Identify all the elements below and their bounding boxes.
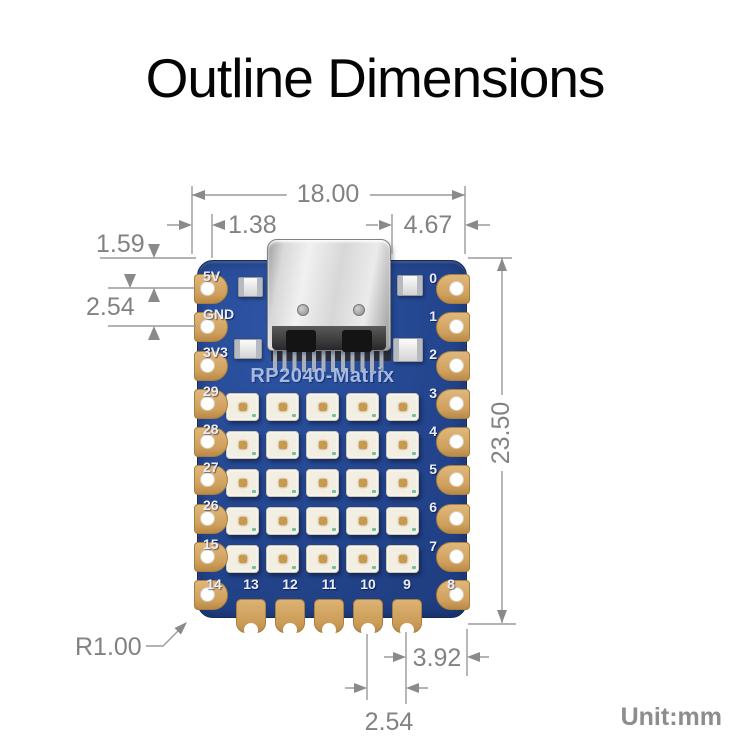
castellated-pad-left (194, 312, 228, 342)
smd-component (397, 275, 423, 296)
castellated-pad-left (194, 504, 228, 534)
castellated-pad-right (436, 427, 470, 457)
page-title: Outline Dimensions (145, 47, 606, 109)
pin-label-right: 0 (429, 270, 437, 286)
rgb-led (266, 431, 299, 459)
pin-label-left: 28 (203, 421, 219, 437)
rgb-led (226, 469, 259, 497)
castellated-pad-right (436, 389, 470, 419)
pin-label-left: 5V (203, 268, 221, 284)
castellated-pad-right (436, 274, 470, 304)
rgb-led (306, 431, 339, 459)
rgb-led (266, 469, 299, 497)
rgb-led (226, 393, 259, 421)
dimension-label-top-left-offset: 1.38 (228, 211, 277, 239)
smd-component (234, 339, 262, 359)
usb-mount-tab-left (286, 330, 316, 352)
castellated-pad-left (194, 580, 228, 610)
rgb-led (266, 507, 299, 535)
castellated-pad-right (436, 542, 470, 572)
pin-label-left: 3V3 (203, 344, 228, 360)
castellated-pad-right (436, 465, 470, 495)
dimension-label-corner-radius: R1.00 (75, 633, 142, 661)
dimension-label-bottom-edge-offset: 3.92 (412, 644, 462, 672)
dimension-label-bottom-pad-pitch: 2.54 (364, 708, 414, 736)
castellated-pad-bottom (236, 599, 266, 637)
pin-label-bottom: 8 (447, 576, 455, 592)
rgb-led (346, 393, 379, 421)
pin-label-left: 15 (203, 536, 219, 552)
pin-label-right: 2 (429, 346, 437, 362)
rgb-led (306, 469, 339, 497)
rgb-led (386, 507, 419, 535)
rgb-led (306, 545, 339, 573)
smd-component (393, 338, 423, 362)
pin-label-bottom: 13 (243, 576, 259, 592)
pin-label-right: 3 (429, 385, 437, 401)
castellated-pad-bottom (275, 599, 305, 637)
castellated-pad-right (436, 312, 470, 342)
dimension-label-top-right-offset: 4.67 (403, 211, 453, 239)
castellated-pad-left (194, 274, 228, 304)
usb-mount-tab-right (342, 330, 372, 352)
pin-label-left: 29 (203, 383, 219, 399)
castellated-pad-right (436, 580, 470, 610)
rgb-led (386, 393, 419, 421)
castellated-pad-right (436, 504, 470, 534)
rgb-led (346, 507, 379, 535)
rgb-led (226, 545, 259, 573)
pin-label-right: 7 (429, 538, 437, 554)
pin-label-right: 6 (429, 499, 437, 515)
dimension-label-side-pad-pitch: 2.54 (86, 293, 135, 321)
castellated-pad-bottom (353, 599, 383, 637)
rgb-led (386, 469, 419, 497)
pin-label-left: 27 (203, 459, 219, 475)
castellated-pad-bottom (314, 599, 344, 637)
board-silkscreen-name: RP2040-Matrix (250, 365, 395, 387)
rgb-led-matrix (226, 393, 419, 573)
rgb-led (346, 431, 379, 459)
pin-label-bottom: 10 (360, 576, 376, 592)
pin-label-left: 26 (203, 497, 219, 513)
dimension-label-board-width: 18.00 (286, 180, 370, 208)
rgb-led (306, 393, 339, 421)
usb-pins (273, 351, 389, 372)
rgb-led (346, 469, 379, 497)
rgb-led (306, 507, 339, 535)
pin-label-right: 4 (429, 423, 437, 439)
pin-label-bottom: 9 (403, 576, 411, 592)
castellated-pad-left (194, 465, 228, 495)
dimension-label-first-pad-offset: 1.59 (96, 230, 145, 258)
castellated-pad-right (436, 351, 470, 381)
unit-label: Unit:mm (620, 703, 722, 731)
pin-label-bottom: 12 (282, 576, 298, 592)
usb-c-connector (267, 239, 391, 352)
pin-label-left: GND (203, 306, 235, 322)
rgb-led (266, 393, 299, 421)
dimension-label-board-height: 23.50 (487, 395, 515, 471)
pin-label-bottom: 14 (206, 576, 222, 592)
castellated-pad-left (194, 427, 228, 457)
usb-dimple-left (297, 304, 309, 316)
pin-label-bottom: 11 (321, 576, 337, 592)
rgb-led (386, 545, 419, 573)
castellated-pad-left (194, 542, 228, 572)
rgb-led (386, 431, 419, 459)
rgb-led (226, 507, 259, 535)
rgb-led (226, 431, 259, 459)
pin-label-right: 5 (429, 461, 437, 477)
rgb-led (266, 545, 299, 573)
castellated-pad-left (194, 351, 228, 381)
castellated-pad-bottom (392, 599, 422, 637)
usb-dimple-right (353, 304, 365, 316)
rgb-led (346, 545, 379, 573)
pin-label-right: 1 (429, 308, 437, 324)
smd-component (238, 277, 263, 297)
castellated-pad-left (194, 389, 228, 419)
